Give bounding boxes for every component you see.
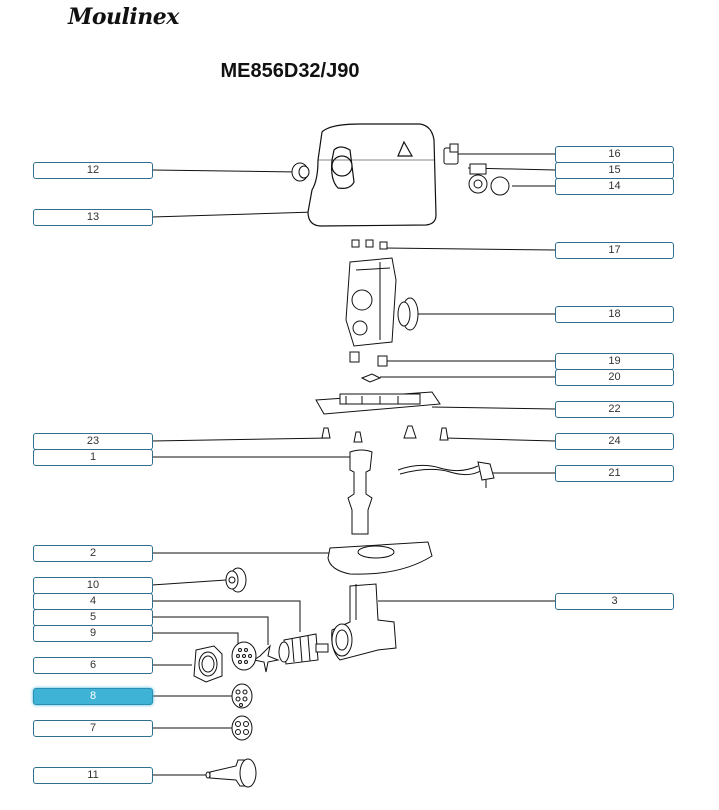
part-callout-20[interactable]: 20 [555,369,674,386]
part-callout-13[interactable]: 13 [33,209,153,226]
part-callout-7[interactable]: 7 [33,720,153,737]
part-callout-9[interactable]: 9 [33,625,153,642]
part-callout-10[interactable]: 10 [33,577,153,594]
model-title: ME856D32/J90 [220,60,360,82]
part-callout-11[interactable]: 11 [33,767,153,784]
part-callout-5[interactable]: 5 [33,609,153,626]
part-callout-16[interactable]: 16 [555,146,674,163]
part-callout-4[interactable]: 4 [33,593,153,610]
part-callout-2[interactable]: 2 [33,545,153,562]
part-callout-24[interactable]: 24 [555,433,674,450]
part-callout-21[interactable]: 21 [555,465,674,482]
part-callout-6[interactable]: 6 [33,657,153,674]
part-callout-1[interactable]: 1 [33,449,153,466]
part-callout-15[interactable]: 15 [555,162,674,179]
part-callout-14[interactable]: 14 [555,178,674,195]
part-callout-23[interactable]: 23 [33,433,153,450]
part-callout-17[interactable]: 17 [555,242,674,259]
part-callout-12[interactable]: 12 [33,162,153,179]
part-callout-18[interactable]: 18 [555,306,674,323]
part-callout-19[interactable]: 19 [555,353,674,370]
part-callout-3[interactable]: 3 [555,593,674,610]
part-callout-8[interactable]: 8 [33,688,153,705]
brand-logo: Moulinex [68,4,179,30]
part-callout-22[interactable]: 22 [555,401,674,418]
